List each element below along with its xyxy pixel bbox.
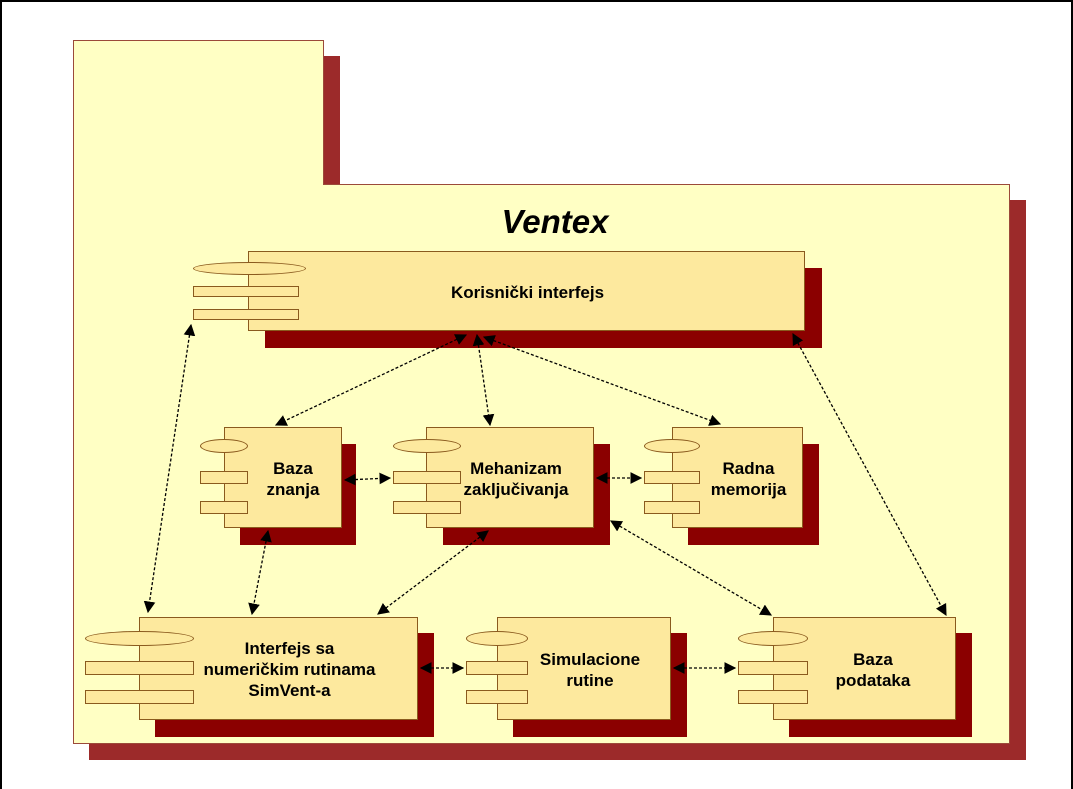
port-bar bbox=[85, 690, 194, 704]
port-bar bbox=[393, 501, 461, 514]
connector-ui-baza-znanja bbox=[274, 334, 468, 426]
connector-baza-znanja-interfejs bbox=[248, 529, 272, 616]
component-label: Interfejs sa numeričkim rutinama SimVent… bbox=[203, 639, 376, 700]
port-oval bbox=[644, 439, 700, 453]
port-bar bbox=[466, 661, 528, 675]
port-bar bbox=[738, 661, 808, 675]
port-bar bbox=[738, 690, 808, 704]
port-oval bbox=[466, 631, 528, 646]
component-label: Baza znanja bbox=[266, 458, 320, 499]
port-bar bbox=[393, 471, 461, 484]
port-bar bbox=[644, 501, 700, 514]
port-bar bbox=[85, 661, 194, 675]
connector-mehanizam-baza-podataka bbox=[609, 520, 773, 616]
port-bar bbox=[193, 309, 299, 320]
port-oval bbox=[85, 631, 194, 646]
port-bar bbox=[200, 471, 248, 484]
connector-mehanizam-interfejs bbox=[377, 530, 489, 615]
package-tab bbox=[73, 40, 324, 186]
connector-baza-znanja-mehanizam bbox=[343, 472, 392, 486]
port-bar bbox=[644, 471, 700, 484]
connector-ui-baza-podataka bbox=[792, 332, 947, 617]
component-label: Baza podataka bbox=[835, 649, 911, 690]
port-bar bbox=[193, 286, 299, 297]
connector-ui-radna-memorija bbox=[482, 335, 722, 426]
component-label: Radna memorija bbox=[710, 458, 787, 499]
component-korisnicki-interfejs[interactable]: Korisnički interfejs bbox=[248, 251, 805, 331]
package-title: Ventex bbox=[501, 203, 609, 240]
connector-ui-mehanizam bbox=[472, 333, 495, 427]
package-tab-joint bbox=[74, 183, 323, 186]
port-bar bbox=[466, 690, 528, 704]
component-label: Mehanizam zaključivanja bbox=[463, 458, 569, 499]
port-oval bbox=[393, 439, 461, 453]
component-label: Korisnički interfejs bbox=[450, 282, 605, 302]
port-oval bbox=[200, 439, 248, 453]
connector-ui-interfejs-numericki bbox=[143, 323, 196, 614]
component-label: Simulacione rutine bbox=[539, 649, 641, 690]
port-bar bbox=[200, 501, 248, 514]
port-oval bbox=[738, 631, 808, 646]
port-oval bbox=[193, 262, 306, 275]
